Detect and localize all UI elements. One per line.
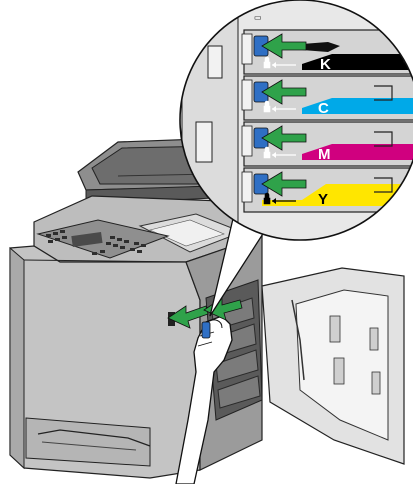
cartridge-label-y: Y [318,191,328,208]
lock-icon [264,101,270,112]
side-door-open [262,268,404,464]
cartridge-row-m: M [242,122,413,166]
lock-icon [264,147,270,158]
cartridge-label-c: C [318,100,329,117]
svg-text:▭: ▭ [254,13,262,22]
cartridge-row-y: Y [242,168,413,212]
cartridge-row-c: C [242,76,413,120]
cartridge-label-m: M [318,146,331,163]
lock-icon [264,57,270,68]
cartridge-label-k: K [320,56,331,73]
lock-icon [264,193,270,204]
